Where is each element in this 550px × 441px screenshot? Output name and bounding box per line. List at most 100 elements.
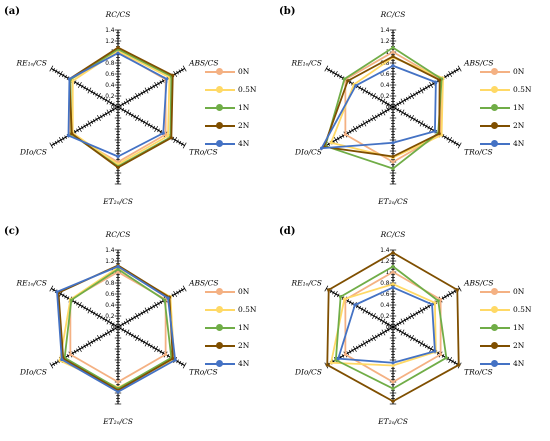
- axis-tick: [100, 334, 103, 339]
- axis-tick: [446, 293, 450, 298]
- axis-tick: [327, 142, 331, 147]
- axis-tick: [352, 126, 357, 132]
- axis-tick: [333, 71, 338, 77]
- axis-tick: [58, 137, 63, 143]
- series-point: [391, 285, 395, 289]
- axis-tick: [125, 109, 130, 116]
- legend-item: 1N: [205, 322, 267, 340]
- series-point: [391, 363, 395, 368]
- axis-tick: [97, 93, 101, 99]
- axis-tick: [453, 360, 457, 365]
- axis-tick: [381, 329, 386, 336]
- axis-tick: [372, 313, 376, 319]
- legend-marker: [216, 122, 223, 129]
- axis-tick: [106, 98, 111, 105]
- axis-tick: [329, 289, 333, 294]
- axis-tick: [133, 315, 136, 320]
- series-point: [164, 132, 168, 137]
- axis-tick: [370, 92, 373, 97]
- axis-tick: [142, 89, 146, 94]
- radial-tick-label: 1: [386, 270, 390, 276]
- axis-tick: [130, 316, 134, 321]
- axis-tick: [339, 74, 342, 79]
- axis-tick: [379, 331, 383, 336]
- axis-tick: [400, 318, 405, 325]
- axis-tick: [457, 285, 462, 292]
- axis-tick: [83, 124, 86, 129]
- axis-label: ET₂ₒ/CS: [377, 197, 408, 206]
- axis-tick: [332, 290, 335, 295]
- radial-tick-label: 1.4: [105, 248, 115, 254]
- axis-tick: [410, 335, 414, 341]
- axis-tick: [429, 126, 434, 132]
- axis-tick: [150, 344, 153, 349]
- axis-tick: [375, 315, 378, 320]
- legend-item: 2N: [480, 340, 542, 358]
- legend-item: 0.5N: [480, 304, 542, 322]
- series-point: [116, 270, 120, 274]
- legend-item: 1N: [480, 102, 542, 120]
- radial-tick-label: 0.4: [105, 83, 115, 89]
- axis-tick: [97, 335, 101, 341]
- series-point: [391, 387, 395, 391]
- series-point: [339, 295, 343, 299]
- axis-tick: [360, 122, 364, 127]
- axis-tick: [166, 353, 170, 358]
- axis-tick: [90, 89, 94, 94]
- axis-tick: [77, 302, 82, 308]
- axis-tick: [61, 136, 65, 141]
- legend-item: 2N: [480, 120, 542, 138]
- axis-tick: [341, 133, 345, 138]
- axis-tick: [83, 344, 86, 349]
- axis-tick: [180, 67, 184, 72]
- axis-tick: [150, 305, 153, 310]
- legend-marker: [216, 288, 223, 295]
- axis-tick: [405, 113, 409, 118]
- axis-tick: [425, 85, 428, 90]
- axis-tick: [90, 340, 94, 345]
- series-point: [66, 134, 71, 138]
- axis-tick: [348, 300, 352, 305]
- axis-tick: [360, 87, 364, 92]
- radial-tick-label: 0.6: [380, 292, 390, 298]
- axis-tick: [324, 65, 329, 72]
- axis-tick: [386, 107, 390, 112]
- radial-tick-label: 0.6: [105, 292, 115, 298]
- series-point: [391, 282, 395, 286]
- axis-tick: [159, 129, 163, 134]
- axis-tick: [123, 100, 127, 105]
- axis-tick: [324, 285, 329, 292]
- legend-item: 4N: [205, 138, 267, 156]
- axis-tick: [367, 338, 371, 343]
- axis-tick: [111, 327, 115, 332]
- axis-tick: [358, 305, 361, 310]
- series-point: [433, 349, 437, 353]
- axis-tick: [140, 118, 144, 123]
- axis-tick: [444, 135, 447, 140]
- axis-tick: [427, 345, 431, 350]
- axis-tick: [73, 300, 77, 305]
- axis-tick: [180, 287, 184, 292]
- radial-tick-label: 0.2: [105, 94, 115, 100]
- legend-text: 2N: [513, 341, 525, 350]
- axis-tick: [61, 293, 65, 298]
- axis-tick: [427, 304, 431, 309]
- legend-item: 4N: [480, 358, 542, 376]
- axis-label: DIo/CS: [294, 368, 322, 377]
- axis-tick: [135, 115, 139, 121]
- axis-tick: [180, 142, 184, 147]
- radar-chart-b: RC/CSABS/CSTRo/CSET₂ₒ/CSDIo/CSRE₁ₒ/CS00.…: [291, 10, 494, 206]
- axis-tick: [358, 124, 361, 129]
- axis-tick: [346, 351, 350, 356]
- axis-tick: [80, 84, 84, 89]
- axis-tick: [436, 351, 440, 356]
- axis-label: ET₂ₒ/CS: [102, 417, 133, 426]
- axis-tick: [121, 102, 125, 107]
- axis-tick: [446, 356, 450, 361]
- axis-tick: [157, 348, 160, 353]
- axis-tick: [157, 81, 160, 86]
- axis-tick: [453, 69, 457, 74]
- axis-tick: [80, 345, 84, 350]
- legend-text: 4N: [513, 359, 525, 368]
- axis-tick: [54, 140, 58, 145]
